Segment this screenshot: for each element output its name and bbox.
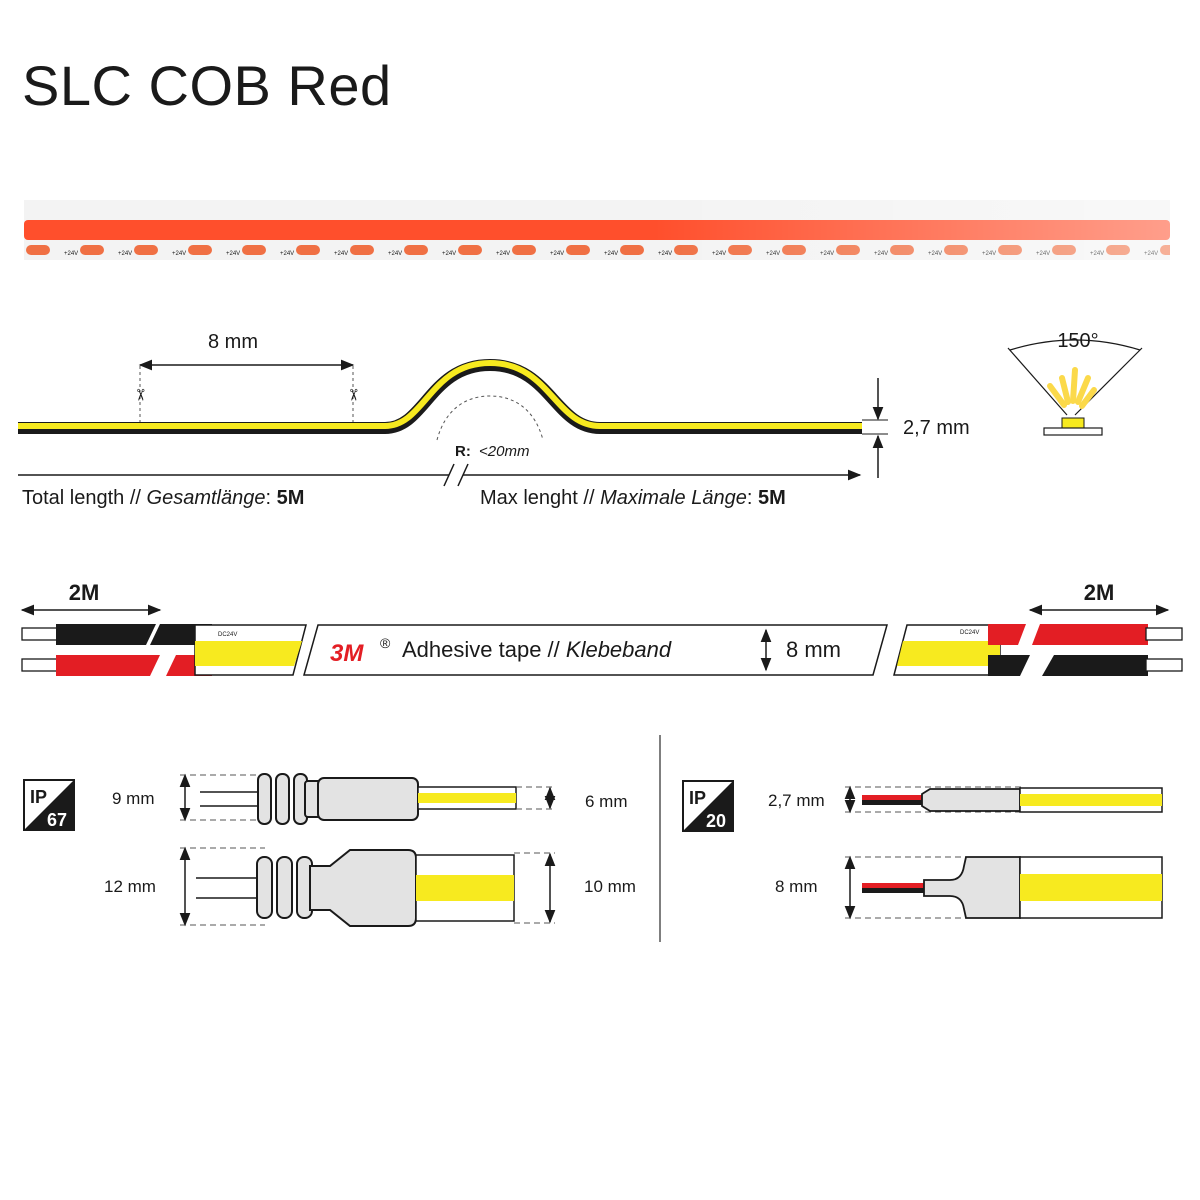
ip20-large-black-wire <box>862 888 932 893</box>
ip20-small-black-wire <box>862 800 932 805</box>
ip67-small-connector-label: 9 mm <box>112 789 155 808</box>
wiring-diagram: 2M DC24V 3M ® Adhesive tape // Klebeband… <box>20 580 1183 676</box>
wire-end-white <box>21 627 59 641</box>
ip20-small-connector <box>921 788 1021 812</box>
ip67-badge: IP 67 <box>23 779 75 831</box>
page-title: SLC COB Red <box>22 54 392 117</box>
pcb-marking-right: DC24V <box>960 630 979 636</box>
ip20-small-red-wire <box>862 795 932 800</box>
ip67-badge-bottom: 67 <box>47 810 67 830</box>
strip-side-profile-yellow <box>18 359 862 429</box>
thickness-label: 2,7 mm <box>903 417 970 439</box>
ip20-badge-bottom: 20 <box>706 811 726 831</box>
led-base-icon <box>1043 427 1103 436</box>
ip67-section: IP 67 9 mm 6 mm 12 mm <box>23 773 636 927</box>
ip20-large-strip-yellow <box>1020 874 1162 901</box>
length-break-mark <box>457 463 469 487</box>
left-strip-yellow <box>195 641 302 666</box>
light-rays-icon <box>1047 367 1097 409</box>
black-wire-right-end <box>988 655 1030 676</box>
beam-angle-arc <box>1009 339 1141 351</box>
ip67-large-connector <box>256 849 417 927</box>
ip20-large-red-wire <box>862 883 932 888</box>
ip20-small-strip-yellow <box>1020 794 1162 806</box>
total-length-label: Total length // Gesamtlänge: 5M <box>22 487 304 509</box>
beam-angle-diagram: 150° <box>1007 330 1143 436</box>
strip-fade-overlay <box>24 200 1170 260</box>
strip-profile-diagram: 8 mm ✂ ✂ R: <20mm 2,7 mm Total length //… <box>18 331 970 509</box>
right-strip-yellow <box>897 641 1000 666</box>
left-cable-length: 2M <box>69 580 100 605</box>
ip20-large-connector <box>923 856 1021 919</box>
led-strip-photo <box>24 200 1170 260</box>
max-length-label: Max lenght // Maximale Länge: 5M <box>480 487 786 509</box>
wire-end-white <box>21 658 59 672</box>
adhesive-tape-band <box>303 624 888 676</box>
scissors-icon: ✂ <box>344 388 361 401</box>
red-wire-left <box>56 655 160 676</box>
ip67-small-connector <box>257 773 419 825</box>
tape-width-label: 8 mm <box>786 637 841 662</box>
ip67-small-strip-label: 6 mm <box>585 792 628 811</box>
ip20-badge: IP 20 <box>682 780 734 832</box>
red-wire-right-end <box>988 624 1026 645</box>
adhesive-tape-label: Adhesive tape // Klebeband <box>402 637 672 662</box>
led-chip-icon <box>1061 417 1085 429</box>
bend-radius-dashed <box>436 395 544 441</box>
wire-end-white <box>1145 658 1183 672</box>
ip67-small-strip-yellow <box>418 793 516 803</box>
ip67-large-strip-yellow <box>416 875 514 901</box>
scissors-icon: ✂ <box>131 388 148 401</box>
ip20-small-height-label: 2,7 mm <box>768 791 825 810</box>
pcb-marking-left: DC24V <box>218 632 237 638</box>
cut-spacing-label: 8 mm <box>208 331 258 353</box>
red-wire-right <box>1032 624 1148 645</box>
ip67-large-connector-label: 12 mm <box>104 877 156 896</box>
beam-angle-ray-left <box>1007 347 1068 416</box>
ip20-badge-top: IP <box>689 788 706 808</box>
beam-angle-label: 150° <box>1057 330 1098 352</box>
black-wire-left <box>56 624 156 645</box>
ip67-badge-top: IP <box>30 787 47 807</box>
ip67-large-strip-label: 10 mm <box>584 877 636 896</box>
length-break-mark <box>443 463 455 487</box>
length-break-gap <box>449 468 463 482</box>
wire-end-white <box>1145 627 1183 641</box>
right-cable-length: 2M <box>1084 580 1115 605</box>
black-wire-right <box>1042 655 1148 676</box>
registered-mark: ® <box>380 635 391 651</box>
3m-logo: 3M <box>330 640 364 667</box>
ip20-large-height-label: 8 mm <box>775 877 818 896</box>
ip20-section: IP 20 2,7 mm 8 mm <box>682 780 1163 920</box>
bend-radius-label: R: <20mm <box>455 443 529 460</box>
